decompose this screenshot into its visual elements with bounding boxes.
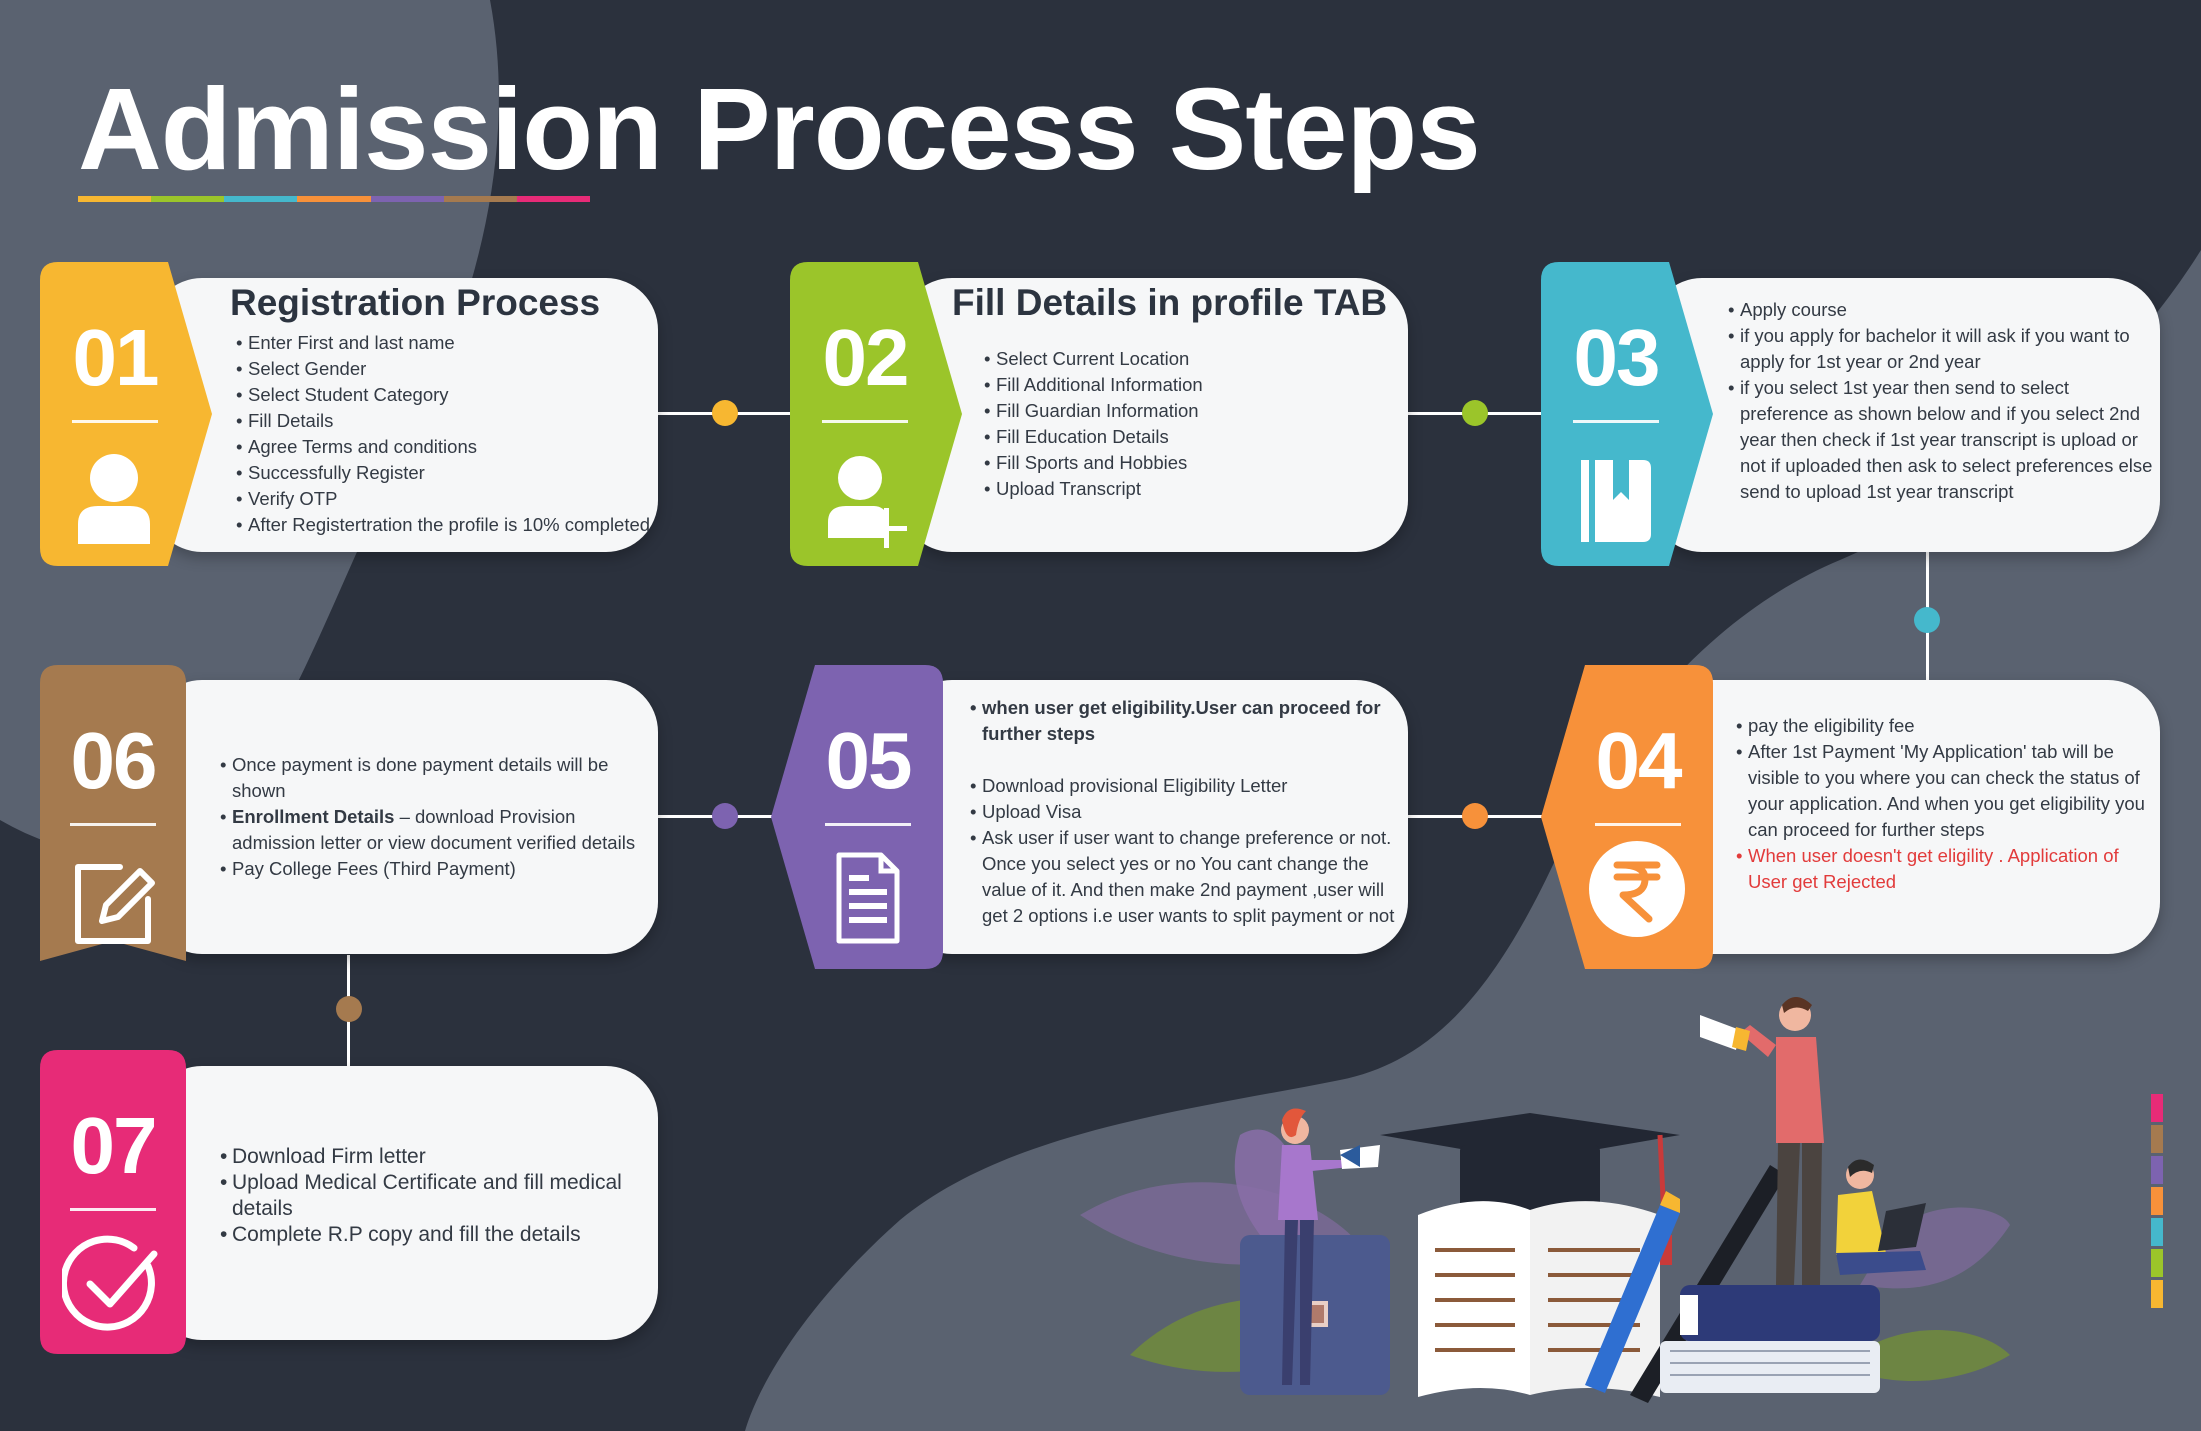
title-rule-segment (297, 196, 371, 202)
list-item: pay the eligibility fee (1736, 713, 2156, 739)
step-04-number: 04 (1595, 716, 1683, 805)
list-item: Complete R.P copy and fill the details (220, 1222, 640, 1248)
connector-dot-03-04 (1914, 607, 1940, 633)
connector-dot-06-07 (336, 996, 362, 1022)
list-item: Select Current Location (984, 346, 1384, 372)
enrollment-text: – download Provision admission letter or… (232, 806, 636, 853)
strip-segment (2151, 1187, 2163, 1215)
step-02-title: Fill Details in profile TAB (952, 282, 1388, 323)
strip-segment (2151, 1094, 2163, 1122)
step-01-list: Enter First and last name Select Gender … (236, 330, 656, 538)
step-06-badge: 06 (40, 665, 230, 969)
list-item: Upload Visa (970, 799, 1402, 825)
page-title: Admission Process Steps (78, 64, 1481, 194)
step-07-badge: 07 (40, 1050, 230, 1354)
step-06-number-rule (70, 823, 156, 826)
connector-dot-04-05 (1462, 803, 1488, 829)
step-07-number-rule (70, 1208, 156, 1211)
step-06-number: 06 (70, 716, 158, 805)
list-item: Fill Details (236, 408, 656, 434)
list-item: Enrollment Details – download Provision … (220, 804, 652, 856)
step-02-number-rule (822, 420, 908, 423)
connector-dot-01-02 (712, 400, 738, 426)
list-item: Ask user if user want to change preferen… (970, 825, 1402, 929)
education-illustration (1080, 997, 2010, 1403)
title-rule-segment (443, 196, 517, 202)
list-item: Verify OTP (236, 486, 656, 512)
step-05-number: 05 (825, 716, 913, 805)
lead-text: when user get eligibility.User can proce… (982, 697, 1381, 744)
strip-segment (2151, 1156, 2163, 1184)
step-01-badge: 01 (40, 262, 230, 566)
rupee-icon (1587, 837, 1687, 947)
add-user-icon (814, 438, 914, 548)
document-icon (817, 841, 917, 951)
step-04-badge: 04 (1541, 665, 1731, 969)
step-03-number-rule (1573, 420, 1659, 423)
lead-item: when user get eligibility.User can proce… (970, 695, 1402, 747)
step-04-list: pay the eligibility fee After 1st Paymen… (1736, 713, 2156, 895)
list-item: After 1st Payment 'My Application' tab w… (1736, 739, 2156, 843)
strip-segment (2151, 1218, 2163, 1246)
step-01-number: 01 (72, 313, 160, 402)
title-rule-segment (516, 196, 590, 202)
connector-dot-05-06 (712, 803, 738, 829)
step-03-number: 03 (1573, 313, 1661, 402)
step-05-list: when user get eligibility.User can proce… (970, 695, 1402, 929)
step-01-title: Registration Process (230, 282, 601, 323)
strip-segment (2151, 1249, 2163, 1277)
title-rule-segment (78, 196, 152, 202)
edit-icon (62, 841, 162, 951)
step-07-list: Download Firm letter Upload Medical Cert… (220, 1144, 640, 1248)
step-02-badge: 02 (790, 262, 980, 566)
list-item: Apply course (1728, 297, 2156, 323)
list-item: Upload Transcript (984, 476, 1384, 502)
title-rule-segment (151, 196, 225, 202)
list-item: Fill Guardian Information (984, 398, 1384, 424)
strip-segment (2151, 1125, 2163, 1153)
list-item: Download Firm letter (220, 1144, 640, 1170)
list-item: Agree Terms and conditions (236, 434, 656, 460)
list-item: Once payment is done payment details wil… (220, 752, 652, 804)
user-icon (64, 438, 164, 548)
list-item: Successfully Register (236, 460, 656, 486)
list-item: Upload Medical Certificate and fill medi… (220, 1170, 640, 1222)
enrollment-label: Enrollment Details (232, 806, 395, 827)
step-02-list: Select Current Location Fill Additional … (984, 346, 1384, 502)
list-item: Select Gender (236, 356, 656, 382)
step-06-list: Once payment is done payment details wil… (220, 752, 652, 882)
list-item: After Registertration the profile is 10%… (236, 512, 656, 538)
strip-segment (2151, 1280, 2163, 1308)
step-01-number-rule (72, 420, 158, 423)
step-02-number: 02 (822, 313, 910, 402)
list-item: if you apply for bachelor it will ask if… (1728, 323, 2156, 375)
step-05-badge: 05 (771, 665, 961, 969)
list-item: Download provisional Eligibility Letter (970, 773, 1402, 799)
step-07-number: 07 (70, 1101, 158, 1190)
list-item: if you select 1st year then send to sele… (1728, 375, 2156, 505)
list-item: Select Student Category (236, 382, 656, 408)
step-05-number-rule (825, 823, 911, 826)
book-icon (1565, 438, 1665, 548)
check-circle-icon (59, 1226, 162, 1336)
title-rule-segment (370, 196, 444, 202)
step-03-list: Apply course if you apply for bachelor i… (1728, 297, 2156, 505)
connector-dot-02-03 (1462, 400, 1488, 426)
list-item: Fill Additional Information (984, 372, 1384, 398)
list-item: Fill Sports and Hobbies (984, 450, 1384, 476)
warning-item: When user doesn't get eligility . Applic… (1736, 843, 2156, 895)
step-03-badge: 03 (1541, 262, 1731, 566)
list-item: Fill Education Details (984, 424, 1384, 450)
title-underline (78, 196, 590, 202)
title-rule-segment (224, 196, 298, 202)
list-item: Enter First and last name (236, 330, 656, 356)
list-item: Pay College Fees (Third Payment) (220, 856, 652, 882)
step-04-number-rule (1595, 823, 1681, 826)
